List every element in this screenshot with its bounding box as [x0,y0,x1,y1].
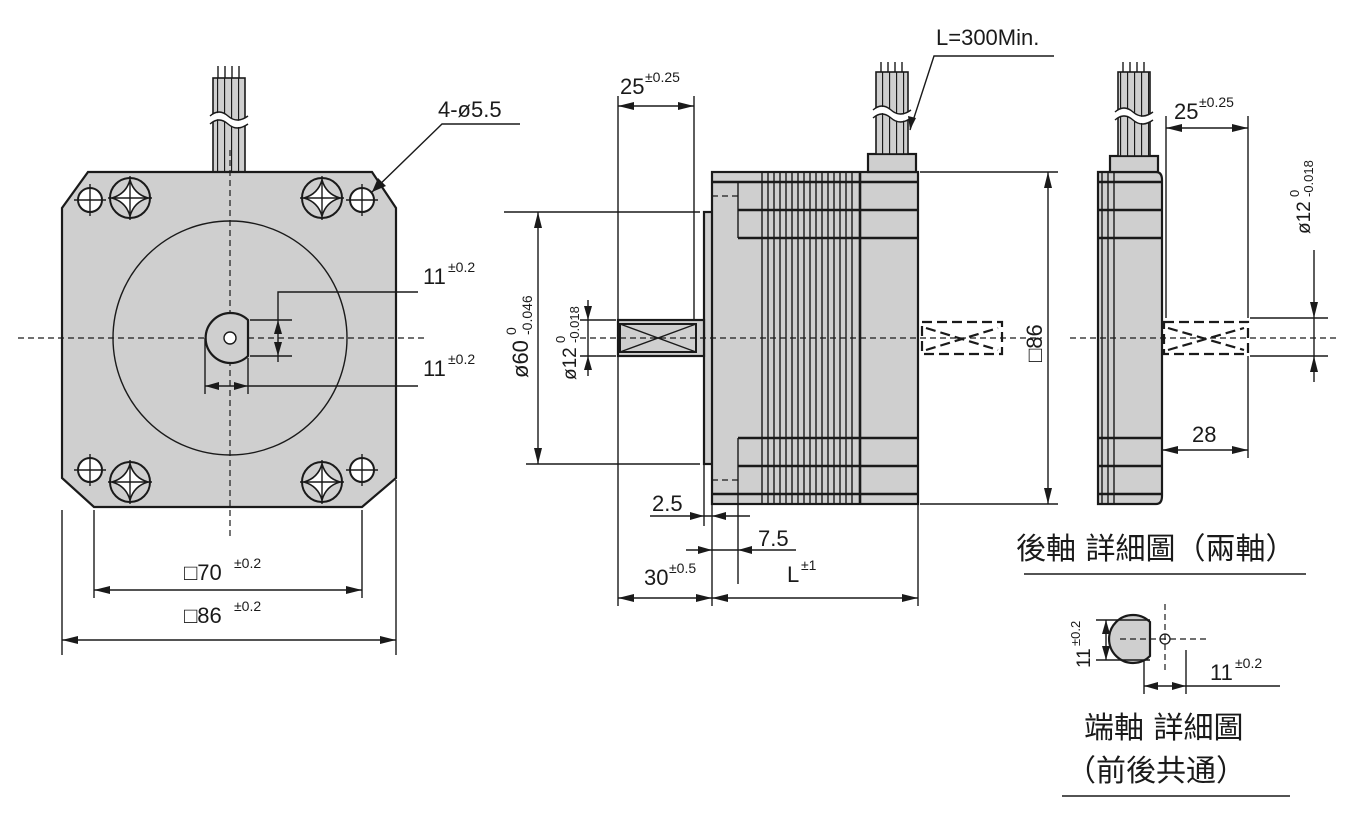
square-text: □86 [1022,324,1047,362]
rear-28-label: 28 [1192,422,1216,447]
dim-2-5-label: 2.5 [652,491,683,516]
side-shaft-length-dim [617,96,695,320]
shaft-dia-dim [580,300,616,376]
flat-dim-bottom-label: 11 [423,356,446,381]
flange-label: □86 [184,603,222,628]
hole-bl [74,454,106,486]
pilot-dia-label: ø60 [508,340,533,378]
shaft-dia-text: ø12 0 -0.018 [553,306,582,380]
hole-tl [74,184,106,216]
rear-shaft-length-tol: ±0.25 [1199,94,1234,110]
bolt-br [300,460,344,504]
end-caption-line2: （前後共通） [1066,754,1246,789]
end-horiz-label: 11 [1210,660,1233,685]
end-shaft [1107,613,1152,665]
side-front-shaft [616,318,706,358]
dim-30-label: 30 [644,565,668,590]
rear-caption: 後軸 詳細圖（兩軸） [1016,532,1296,567]
rear-shaft-length-dim [1165,116,1249,318]
side-shaft-length-label: 25 [620,74,644,99]
bolt-heads [108,176,344,504]
rear-shaft-dia-dim [1250,250,1328,382]
pitch-tol: ±0.2 [234,555,261,571]
lead-length-leader [908,55,1054,131]
mounting-holes [74,184,378,486]
rear-28-dim [1162,356,1249,458]
rear-lead-wires [1108,62,1160,174]
pilot-tol-lower: -0.046 [519,295,535,335]
rear-shaft-length-label: 25 [1174,99,1198,124]
hole-spec-label: 4-ø5.5 [438,97,502,122]
end-horiz-tol: ±0.2 [1235,655,1262,671]
pilot-dia-dim [504,211,700,465]
shaft-tol-upper: 0 [553,336,568,343]
bolt-bl [108,460,152,504]
side-bottom-dims [617,356,919,606]
end-vert-text: 11 ±0.2 [1068,621,1095,668]
front-shaft [204,311,250,365]
square-label: □86 [1022,324,1047,362]
front-flat-dims [204,291,418,394]
rear-shaft-tol-upper: 0 [1287,190,1302,197]
lead-length-label: L=300Min. [936,25,1039,50]
end-vert-tol: ±0.2 [1068,621,1083,646]
rear-view: 25 ±0.25 ø12 0 -0.018 28 後軸 詳細圖（兩軸） [1016,62,1336,575]
square-dim [920,171,1058,505]
flat-dim-top-tol: ±0.2 [448,259,475,275]
flat-dim-bottom-tol: ±0.2 [448,351,475,367]
flange-tol: ±0.2 [234,598,261,614]
rear-shaft-tol-lower: -0.018 [1301,160,1316,197]
body-length-label: L [787,562,799,587]
end-vert-label: 11 [1074,648,1095,668]
bolt-tl [108,176,152,220]
end-dims [1096,619,1280,694]
pilot-dia-text: ø60 0 -0.046 [503,295,535,378]
body-bands [712,180,918,496]
hole-spec-leader [371,123,520,193]
dim-30-tol: ±0.5 [669,560,696,576]
dim-7-5-label: 7.5 [758,526,789,551]
side-lead-wires [866,62,918,174]
flat-dim-top-label: 11 [423,264,446,289]
front-view: 4-ø5.5 11 ±0.2 11 ±0.2 □70 ±0.2 □86 ±0.2 [18,66,520,655]
side-shaft-length-tol: ±0.25 [645,69,680,85]
front-lead-wires [208,66,250,173]
hole-tr [346,184,378,216]
body-length-tol: ±1 [801,557,817,573]
pilot-tol-upper: 0 [503,327,519,335]
end-caption-line1: 端軸 詳細圖 [1084,711,1244,746]
pitch-label: □70 [184,560,222,585]
front-bottom-dims [61,480,397,655]
end-view: 11 ±0.2 11 ±0.2 端軸 詳細圖 （前後共通） [1062,604,1290,797]
shaft-tol-lower: -0.018 [567,306,582,343]
bolt-tr [300,176,344,220]
rear-shaft-dia-label: ø12 [1294,201,1315,234]
hole-br [346,454,378,486]
rear-shaft-dia-text: ø12 0 -0.018 [1287,160,1316,234]
side-view: L=300Min. 25 ±0.25 ø60 0 -0.046 ø12 0 -0… [503,25,1058,606]
shaft-dia-label: ø12 [560,347,581,380]
